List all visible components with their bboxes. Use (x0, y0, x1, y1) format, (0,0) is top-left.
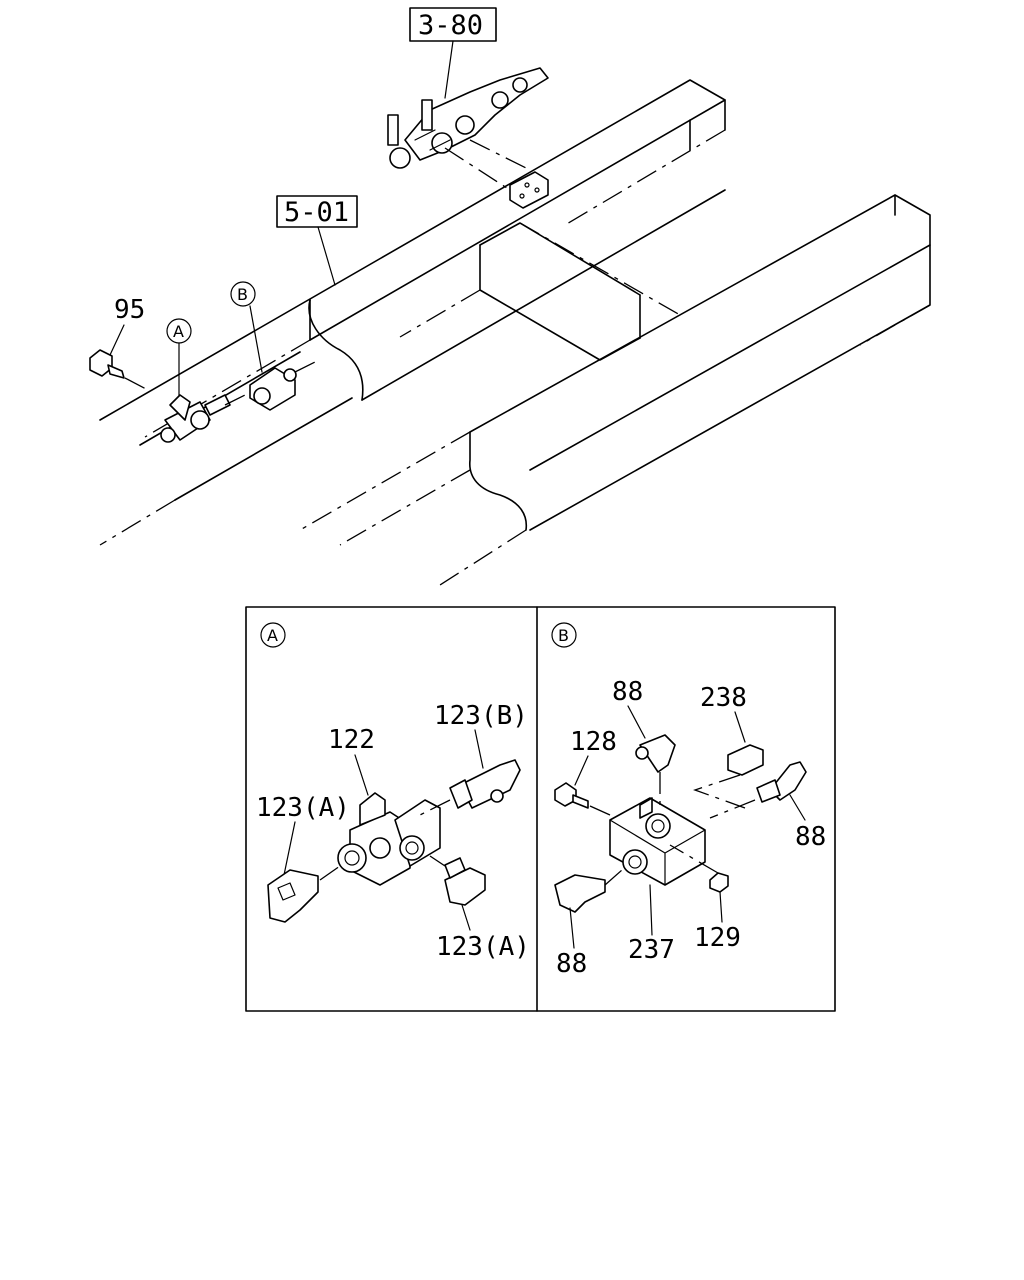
circle-a-text: A (173, 322, 184, 341)
bolt-95: 95 (89, 295, 149, 391)
ref-3-80-label: 3-80 (418, 10, 483, 41)
detail-panel-b: B 88 238 128 88 129 (551, 622, 826, 979)
circle-b-text: B (237, 285, 248, 304)
circle-b-marker (230, 281, 256, 307)
valve-assembly-top (387, 67, 549, 209)
label-88-right: 88 (795, 822, 826, 852)
ref-box-5-01: 5-01 (276, 195, 358, 286)
label-128: 128 (570, 727, 617, 757)
label-95: 95 (114, 295, 145, 325)
panel-b-marker: B (558, 626, 569, 645)
label-88-top: 88 (612, 677, 643, 707)
panel-a-marker: A (267, 626, 278, 645)
ref-5-01-label: 5-01 (284, 197, 349, 228)
label-88-bottom: 88 (556, 949, 587, 979)
label-123a-left: 123(A) (256, 793, 350, 823)
label-123b: 123(B) (434, 701, 528, 731)
ref-box-3-80: 3-80 (409, 7, 497, 99)
detail-panel-a: A 122 123(B) 123(A) 123(A) (256, 622, 530, 962)
label-122: 122 (328, 725, 375, 755)
chassis-frame (99, 79, 931, 586)
label-237: 237 (628, 935, 675, 965)
part-b-in-frame: B (230, 281, 316, 411)
part-a-in-frame: A (160, 318, 246, 443)
detail-panels (245, 606, 836, 1012)
label-123a-right: 123(A) (436, 932, 530, 962)
label-129: 129 (694, 923, 741, 953)
label-238: 238 (700, 683, 747, 713)
